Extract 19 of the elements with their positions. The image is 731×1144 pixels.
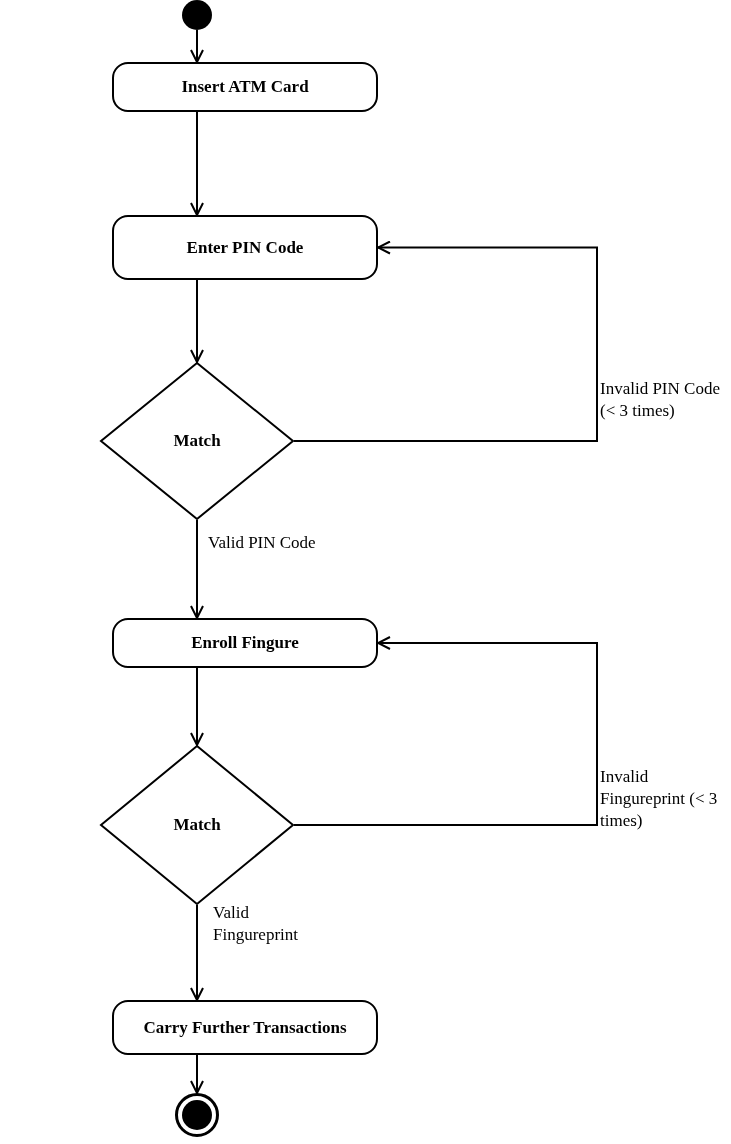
activity-box [112,1000,378,1055]
activity-box [112,62,378,112]
arrow [190,519,204,619]
arrow [190,1054,204,1094]
node-label: Enroll Fingure [191,633,299,653]
node-label: Match [173,431,221,451]
node-label: Carry Further Transactions [143,1017,347,1038]
arrow [190,904,204,1001]
arrow [190,279,204,363]
arrow [190,29,204,63]
arrow [293,240,598,442]
activity-box [112,618,378,668]
arrow [190,667,204,746]
node-label: Enter PIN Code [186,237,304,258]
node-label: Insert ATM Card [181,77,309,97]
node-label: Match [173,815,221,835]
activity-box [112,215,378,280]
arrow [190,111,204,216]
arrow [293,636,598,826]
